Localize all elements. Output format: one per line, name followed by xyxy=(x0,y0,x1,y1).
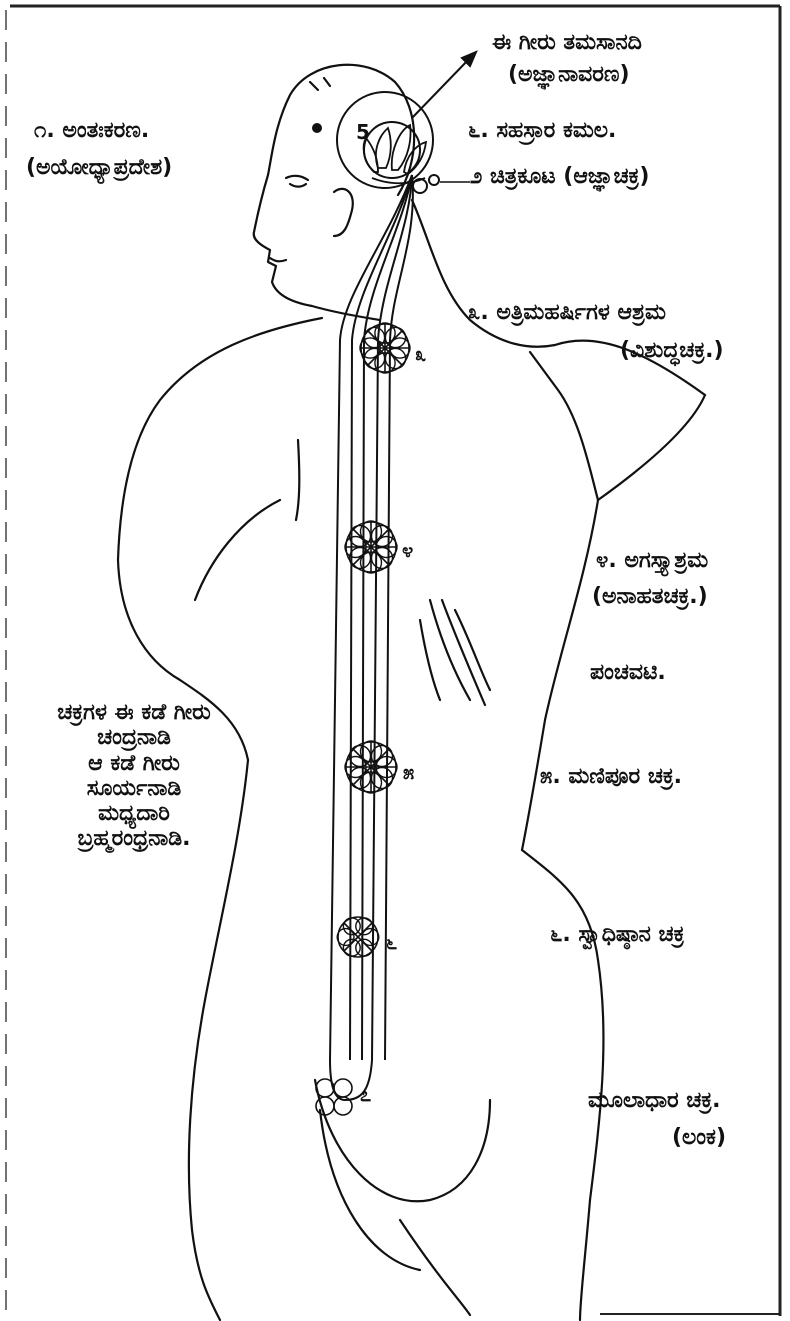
svadhishthana-number: ೬ xyxy=(386,930,397,954)
sahasrara-text: ೬. ಸಹಸ್ರಾರ ಕಮಲ. xyxy=(468,118,616,143)
crown-region xyxy=(337,92,433,188)
manipura-label: ೫. ಮಣಿಪೂರ ಚಕ್ರ. xyxy=(540,764,682,789)
anahata-line2: (ಅನಾಹತಚಕ್ರ.) xyxy=(592,584,708,609)
muladhara-line2: (ಲಂಕ) xyxy=(672,1125,726,1150)
nadi-legend-line5: ಮಧ್ಯದಾರಿ xyxy=(14,801,254,826)
nadi-legend-line6: ಬ್ರಹ್ಮರಂಧ್ರನಾಡಿ. xyxy=(14,826,254,851)
panchavati-label: ಪಂಚವಟಿ. xyxy=(590,660,666,685)
nadi-legend-line1: ಚಕ್ರಗಳ ಈ ಕಡೆ ಗೀರು xyxy=(14,700,254,725)
manipura-number: ೫ xyxy=(403,760,414,784)
tamasa-label-line2: (ಅಜ್ಞಾನಾವರಣ) xyxy=(508,62,630,87)
anahata-chakra-icon xyxy=(346,522,396,572)
muladhara-number: ೭ xyxy=(360,1082,371,1106)
vishuddha-sub-label: (ವಿಶುದ್ಧಚಕ್ರ.) xyxy=(620,338,724,363)
svadhishthana-text: ೬. ಸ್ವಾಧಿಷ್ಠಾನ ಚಕ್ರ xyxy=(550,922,684,947)
anahata-label: ೪. ಅಗಸ್ತ್ಯಾಶ್ರಮ xyxy=(596,548,708,573)
body-outline xyxy=(118,65,705,1320)
vishuddha-number: ೩ xyxy=(415,342,426,366)
vishuddha-line2: (ವಿಶುದ್ಧಚಕ್ರ.) xyxy=(620,338,724,363)
panchavati-text: ಪಂಚವಟಿ. xyxy=(590,660,666,685)
muladhara-line1: ಮೂಲಾಧಾರ ಚಕ್ರ. xyxy=(588,1088,720,1113)
vishuddha-line1: ೩. ಅತ್ರಿಮಹರ್ಷಿಗಳ ಆಶ್ರಮ xyxy=(468,300,666,325)
vishuddha-chakra-icon xyxy=(361,324,409,372)
sahasrara-label: ೬. ಸಹಸ್ರಾರ ಕಮಲ. xyxy=(468,118,616,143)
lanka-label: (ಲಂಕ) xyxy=(672,1125,726,1150)
vishuddha-label: ೩. ಅತ್ರಿಮಹರ್ಷಿಗಳ ಆಶ್ರಮ xyxy=(468,300,666,325)
nadi-legend-line3: ಆ ಕಡೆ ಗೀರು xyxy=(14,751,254,776)
tamasa-label: ಈ ಗೀರು ತಮಸಾನದಿ xyxy=(492,30,642,55)
anahata-line1: ೪. ಅಗಸ್ತ್ಯಾಶ್ರಮ xyxy=(596,548,708,573)
tamasa-sub-label: (ಅಜ್ಞಾನಾವರಣ) xyxy=(508,62,630,87)
manipura-chakra-icon xyxy=(346,742,396,792)
ajna-text: ೨ ಚಿತ್ರಕೂಟ (ಆಜ್ಞಾಚಕ್ರ) xyxy=(470,164,649,189)
ayodhya-label: (ಅಯೋಧ್ಯಾಪ್ರದೇಶ) xyxy=(26,155,172,180)
muladhara-label: ಮೂಲಾಧಾರ ಚಕ್ರ. xyxy=(588,1088,720,1113)
tamasa-arrow xyxy=(412,52,476,118)
antahkarana-line1: ೧. ಅಂತಃಕರಣ. xyxy=(34,118,149,143)
ajna-mark-icon xyxy=(413,175,439,193)
sahasrara-lotus-icon xyxy=(364,125,426,183)
antahkarana-label: ೧. ಅಂತಃಕರಣ. xyxy=(34,118,149,143)
svadhishthana-label: ೬. ಸ್ವಾಧಿಷ್ಠಾನ ಚಕ್ರ xyxy=(550,922,684,947)
head-number: 5 xyxy=(356,120,370,144)
anahata-number: ೪ xyxy=(402,538,413,562)
nadi-legend-line2: ಚಂದ್ರನಾಡಿ xyxy=(14,725,254,750)
tamasa-label-line1: ಈ ಗೀರು ತಮಸಾನದಿ xyxy=(492,30,642,55)
third-eye-dot xyxy=(312,123,322,133)
ajna-label: ೨ ಚಿತ್ರಕೂಟ (ಆಜ್ಞಾಚಕ್ರ) xyxy=(470,164,649,189)
manipura-text: ೫. ಮಣಿಪೂರ ಚಕ್ರ. xyxy=(540,764,682,789)
antahkarana-line2: (ಅಯೋಧ್ಯಾಪ್ರದೇಶ) xyxy=(26,155,172,180)
nadi-legend-line4: ಸೂರ್ಯನಾಡಿ xyxy=(14,776,254,801)
nadi-legend: ಚಕ್ರಗಳ ಈ ಕಡೆ ಗೀರು ಚಂದ್ರನಾಡಿ ಆ ಕಡೆ ಗೀರು ಸ… xyxy=(14,700,254,852)
anahata-sub-label: (ಅನಾಹತಚಕ್ರ.) xyxy=(592,584,708,609)
